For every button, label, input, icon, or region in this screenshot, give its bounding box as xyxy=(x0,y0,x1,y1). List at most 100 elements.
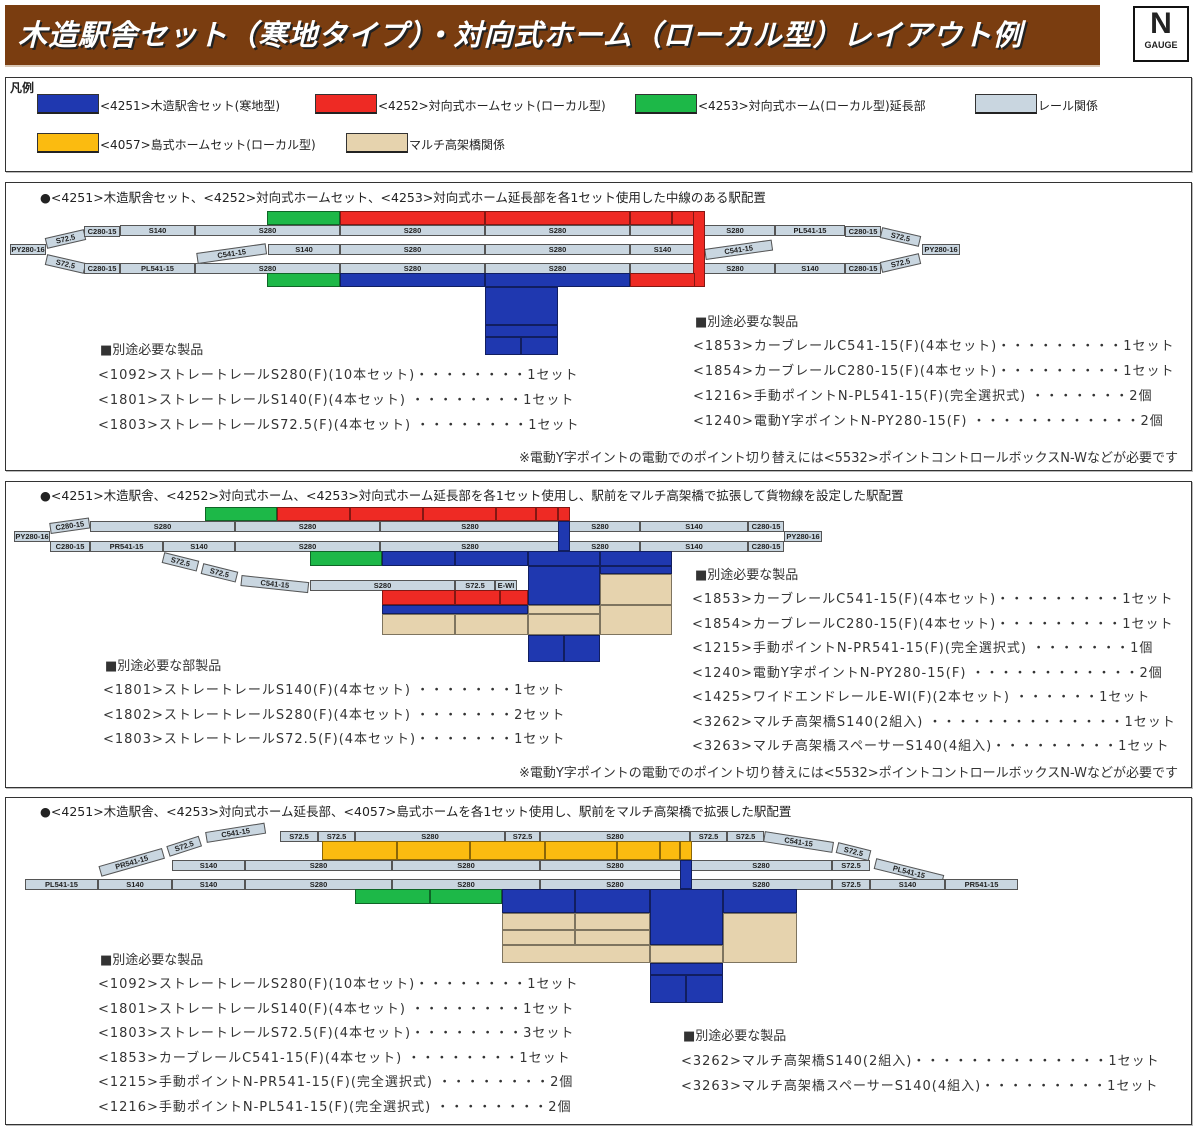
required-product-item: <3263>マルチ高架橋スペーサーS140(4組入)・・・・・・・・・1セット xyxy=(681,1078,1159,1094)
track-piece: S280 xyxy=(380,521,560,532)
legend-swatch-orange xyxy=(37,133,99,153)
required-product-item: <1803>ストレートレールS72.5(F)(4本セット) ・・・・・・・・1セ… xyxy=(98,418,580,433)
required-product-item: <1801>ストレートレールS140(F)(4本セット) ・・・・・・・・1セッ… xyxy=(98,1001,575,1017)
required-product-item: <3262>マルチ高架橋S140(2組入)・・・・・・・・・・・・・・1セット xyxy=(681,1054,1160,1069)
track-piece: PR541-15 xyxy=(90,541,163,552)
required-product-item: <1240>電動Y字ポイントN-PY280-15(F) ・・・・・・・・・・・・… xyxy=(693,414,1164,429)
island-platform xyxy=(660,841,680,860)
station-platform xyxy=(575,889,650,913)
platform xyxy=(558,507,570,521)
title-banner xyxy=(5,5,1100,67)
section-1 xyxy=(5,182,1192,471)
track-piece: S72.5 xyxy=(690,831,727,842)
station-building xyxy=(650,975,686,1003)
station-platform xyxy=(382,551,455,566)
track-piece: S280 xyxy=(485,225,630,236)
island-platform xyxy=(680,841,692,860)
required-product-item: <1854>カーブレールC280-15(F)(4本セット)・・・・・・・・・1セ… xyxy=(692,616,1174,632)
station-building xyxy=(485,325,558,337)
station-platform xyxy=(502,889,575,913)
station-building xyxy=(485,337,521,355)
track-piece: S72.5 xyxy=(832,879,870,890)
track-piece: PL541-15 xyxy=(120,263,195,274)
station-platform xyxy=(600,551,672,566)
track-piece: S140 xyxy=(172,879,245,890)
platform xyxy=(536,507,558,521)
platform-extension xyxy=(310,551,382,566)
station-building xyxy=(600,566,672,574)
island-platform xyxy=(617,841,660,860)
legend-swatch-red xyxy=(315,94,377,114)
track-piece: PY280-16 xyxy=(784,531,822,542)
track-piece: S140 xyxy=(775,263,845,274)
required-product-item: <1801>ストレートレールS140(F)(4本セット) ・・・・・・・1セット xyxy=(103,683,566,698)
station-building xyxy=(650,889,723,945)
required-product-item: <1803>ストレートレールS72.5(F)(4本セット)・・・・・・・1セット xyxy=(103,732,566,747)
required-product-item: <1215>手動ポイントN-PR541-15(F)(完全選択式) ・・・・・・・… xyxy=(692,641,1154,656)
track-piece: S140 xyxy=(268,244,340,255)
list-heading: ■別途必要な製品 xyxy=(695,568,799,583)
required-product-item: <1216>手動ポイントN-PL541-15(F)(完全選択式) ・・・・・・・… xyxy=(693,389,1153,404)
legend-swatch-beige xyxy=(346,133,408,153)
required-product-item: <1853>カーブレールC541-15(F)(4本セット)・・・・・・・・・1セ… xyxy=(692,592,1174,607)
required-product-item: <1240>電動Y字ポイントN-PY280-15(F) ・・・・・・・・・・・・… xyxy=(692,665,1163,681)
track-piece: S280 xyxy=(392,860,540,871)
track-piece: S140 xyxy=(630,244,695,255)
viaduct xyxy=(502,930,575,945)
station-building xyxy=(528,635,564,662)
required-product-item: <3263>マルチ高架橋スペーサーS140(4組入)・・・・・・・・・1セット xyxy=(692,739,1170,754)
platform xyxy=(340,211,485,225)
track-piece: S140 xyxy=(120,225,195,236)
track-piece: C280-15 xyxy=(845,226,881,237)
required-product-item: <1853>カーブレールC541-15(F)(4本セット)・・・・・・・・・1セ… xyxy=(693,339,1175,354)
required-product-item: <3262>マルチ高架橋S140(2組入) ・・・・・・・・・・・・・・1セット xyxy=(692,714,1176,730)
list-heading: ■別途必要な部製品 xyxy=(105,659,222,674)
track-piece: S280 xyxy=(485,244,630,255)
platform xyxy=(672,211,695,225)
track-piece: S72.5 xyxy=(832,860,870,871)
track-piece: PY280-16 xyxy=(10,244,46,255)
required-product-item: <1092>ストレートレールS280(F)(10本セット)・・・・・・・・1セッ… xyxy=(98,368,579,383)
island-platform xyxy=(545,841,617,860)
track-piece: PR541-15 xyxy=(945,879,1018,890)
track-piece: S140 xyxy=(172,860,245,871)
platform xyxy=(423,507,496,521)
platform xyxy=(350,507,423,521)
freight-platform xyxy=(382,605,528,614)
viaduct xyxy=(723,913,797,963)
legend-label: <4253>対向式ホーム(ローカル型)延長部 xyxy=(698,99,926,113)
track-piece: PL541-15 xyxy=(775,225,845,236)
track-piece: S140 xyxy=(640,521,748,532)
viaduct xyxy=(502,913,575,930)
track-piece xyxy=(630,225,695,236)
track-piece: S280 xyxy=(340,225,485,236)
freight-platform xyxy=(455,590,500,605)
required-product-item: <1853>カーブレールC541-15(F)(4本セット) ・・・・・・・・1セ… xyxy=(98,1050,571,1066)
track-piece: S140 xyxy=(163,541,235,552)
track-piece: S140 xyxy=(640,541,748,552)
legend-title: 凡例 xyxy=(10,81,35,95)
track-piece: S280 xyxy=(340,244,485,255)
station-platform xyxy=(723,889,797,913)
track-piece: S280 xyxy=(195,225,340,236)
legend-swatch-green xyxy=(635,94,697,114)
footnote: ※電動Y字ポイントの電動でのポイント切り替えには<5532>ポイントコントロール… xyxy=(518,451,1178,466)
freight-platform xyxy=(382,590,455,605)
required-product-item: <1803>ストレートレールS72.5(F)(4本セット)・・・・・・・・3セッ… xyxy=(98,1026,575,1042)
track-piece: C280-15 xyxy=(748,541,784,552)
track-piece: S280 xyxy=(695,225,775,236)
platform-extension xyxy=(205,507,277,521)
viaduct xyxy=(382,614,455,635)
track-piece: C280-15 xyxy=(50,541,90,552)
track-piece: C280-15 xyxy=(84,226,120,237)
track-piece: S280 xyxy=(245,879,392,890)
platform xyxy=(496,507,536,521)
legend-label: マルチ高架橋関係 xyxy=(409,138,506,152)
station-platform xyxy=(528,551,600,566)
n-gauge-logo: N GAUGE xyxy=(1133,6,1189,62)
viaduct xyxy=(600,605,672,635)
track-piece: S72.5 xyxy=(727,831,764,842)
track-piece: PL541-15 xyxy=(25,879,98,890)
logo-letter: N xyxy=(1150,7,1172,40)
list-heading: ■別途必要な製品 xyxy=(695,315,799,330)
